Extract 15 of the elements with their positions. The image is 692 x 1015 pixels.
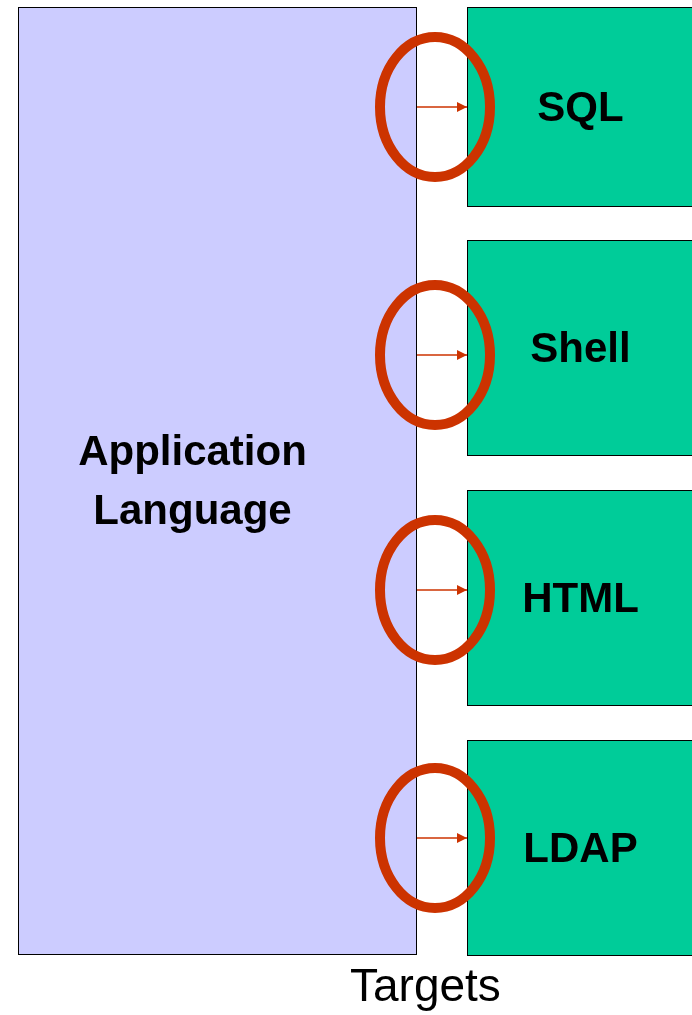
arrow — [416, 833, 468, 843]
arrow — [416, 585, 468, 595]
arrow — [416, 102, 468, 112]
target-box — [467, 7, 692, 207]
box-label: LDAP — [523, 822, 638, 873]
target-box — [467, 490, 692, 706]
box-label: SQL — [537, 81, 624, 132]
box-label: Application Language — [77, 426, 308, 535]
box-label: Shell — [530, 322, 631, 373]
arrow — [416, 350, 468, 360]
target-box — [467, 740, 692, 956]
caption-label: Targets — [350, 958, 501, 1012]
target-box — [467, 240, 692, 456]
language-box — [18, 7, 417, 955]
box-label: HTML — [522, 572, 639, 623]
